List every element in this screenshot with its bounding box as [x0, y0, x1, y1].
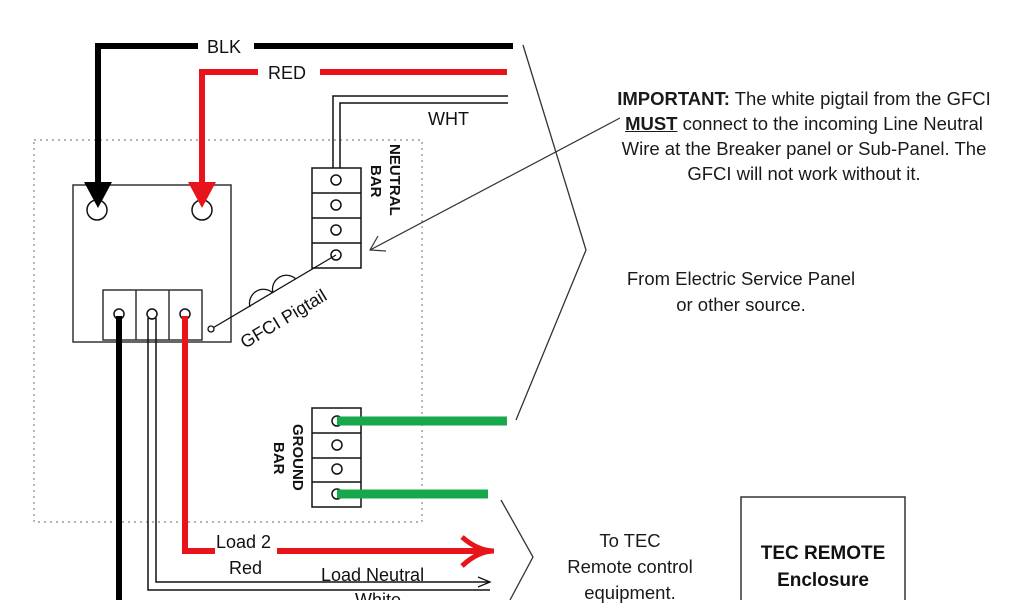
important-note: IMPORTANT: The white pigtail from the GF…: [616, 86, 992, 186]
source-bracket: [515, 44, 587, 421]
note-pointer-line: [369, 117, 621, 251]
important-text-2: connect to the incoming Line Neutral Wir…: [621, 113, 987, 184]
label-red: RED: [268, 63, 306, 83]
label-load2: Load 2: [216, 532, 271, 552]
load2-arrow-icon: [460, 535, 495, 568]
output-bracket: [500, 499, 534, 600]
neutral-bar-label-2: BAR: [367, 165, 384, 198]
note-pointer-arrow-icon: [369, 235, 387, 252]
source-line-2: or other source.: [676, 294, 806, 315]
load-terminal-white: [146, 308, 158, 320]
source-line-1: From Electric Service Panel: [626, 268, 856, 289]
label-wht: WHT: [428, 109, 469, 129]
enclosure-line-1: TEC REMOTE: [760, 543, 886, 564]
pigtail-coil-icon: [248, 274, 297, 308]
load-neutral-outer: [147, 318, 490, 591]
wire-wht-outer: [332, 95, 508, 172]
important-text-1: The white pigtail from the GFCI: [729, 88, 991, 109]
tec-remote-enclosure: [740, 496, 906, 600]
tec-line-1: To TEC: [599, 530, 661, 551]
load-neutral-arrow-icon: [477, 576, 492, 588]
panel-dotted-boundary: [33, 139, 423, 523]
label-gfci-pigtail: GFCI Pigtail: [237, 285, 330, 352]
gfci-pigtail-wire: [210, 254, 337, 330]
load-neutral-inner: [155, 318, 490, 583]
tec-note: To TEC Remote control equipment.: [548, 528, 712, 606]
load2-wire-red: [182, 316, 490, 554]
important-emphasis: MUST: [625, 113, 678, 134]
wire-wht-inner: [339, 102, 508, 172]
arrow-blk-icon: [84, 182, 112, 208]
ground-bar-label-2: BAR: [270, 442, 287, 475]
label-load-neutral-color: White: [355, 590, 401, 600]
tec-line-3: equipment.: [584, 582, 676, 603]
arrow-red-icon: [188, 182, 216, 208]
label-blk: BLK: [207, 37, 241, 57]
wire-blk-line: [95, 43, 513, 190]
wire-red-line: [199, 69, 507, 190]
enclosure-line-2: Enclosure: [777, 570, 869, 591]
ground-bar-label-1: GROUND: [289, 424, 306, 491]
label-load2-color: Red: [229, 558, 262, 578]
label-load-neutral: Load Neutral: [321, 565, 424, 585]
enclosure-label: TEC REMOTE Enclosure: [742, 540, 904, 594]
important-prefix: IMPORTANT:: [617, 88, 730, 109]
neutral-bar-label-1: NEUTRAL: [386, 144, 403, 216]
source-note: From Electric Service Panel or other sou…: [596, 266, 886, 318]
tec-line-2: Remote control: [567, 556, 693, 577]
